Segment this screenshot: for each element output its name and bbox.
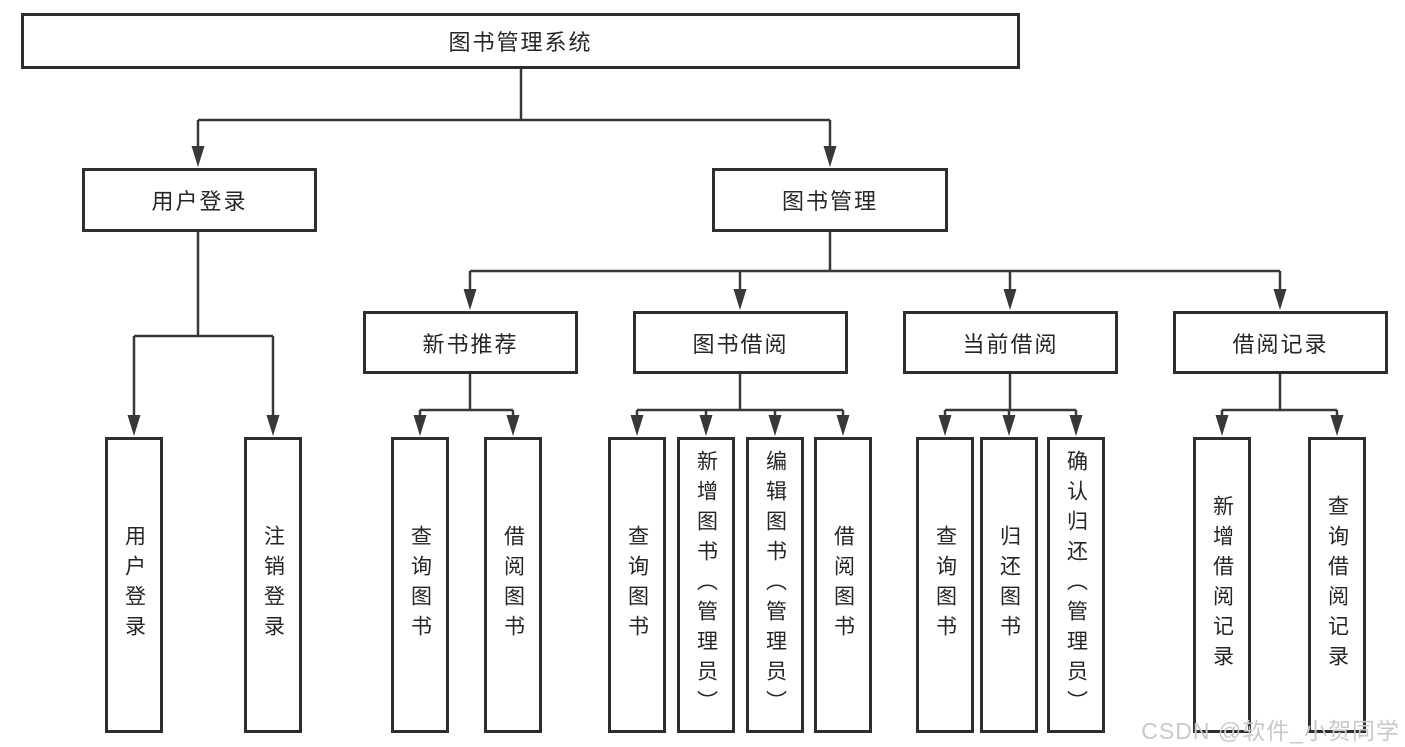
leaf-return-book-label: 归还图书: [997, 525, 1021, 645]
node-book-borrow-label: 图书借阅: [692, 331, 789, 357]
leaf-confirm-return-admin: 确认归还（管理员）: [1047, 437, 1105, 733]
node-current-borrow: 当前借阅: [903, 311, 1118, 374]
leaf-borrow-books: 借阅图书: [814, 437, 872, 733]
leaf-borrow-books-recommend: 借阅图书: [484, 437, 542, 733]
leaf-edit-book-admin: 编辑图书（管理员）: [746, 437, 804, 733]
node-root-label: 图书管理系统: [448, 30, 593, 55]
node-book-management: 图书管理: [712, 168, 948, 232]
node-current-borrow-label: 当前借阅: [962, 331, 1059, 357]
leaf-user-login-label: 用户登录: [122, 525, 146, 645]
leaf-query-books-borrow: 查询图书: [608, 437, 666, 733]
leaf-user-login: 用户登录: [105, 437, 163, 733]
node-new-book-recommend: 新书推荐: [363, 311, 578, 374]
node-root: 图书管理系统: [21, 13, 1020, 69]
watermark: CSDN @软件_小贺同学: [1141, 718, 1400, 744]
leaf-logout-label: 注销登录: [261, 525, 285, 645]
leaf-edit-book-admin-label: 编辑图书（管理员）: [763, 450, 787, 720]
node-user-login: 用户登录: [82, 168, 317, 232]
leaf-add-borrow-record-label: 新增借阅记录: [1210, 495, 1234, 675]
leaf-query-books-current-label: 查询图书: [933, 525, 957, 645]
node-borrow-records-label: 借阅记录: [1232, 331, 1329, 357]
leaf-query-borrow-record-label: 查询借阅记录: [1325, 495, 1349, 675]
leaf-query-borrow-record: 查询借阅记录: [1308, 437, 1366, 733]
leaf-query-books-recommend-label: 查询图书: [408, 525, 432, 645]
node-book-borrow: 图书借阅: [633, 311, 848, 374]
leaf-return-book: 归还图书: [980, 437, 1038, 733]
node-borrow-records: 借阅记录: [1173, 311, 1388, 374]
leaf-query-books-recommend: 查询图书: [391, 437, 449, 733]
leaf-borrow-books-label: 借阅图书: [831, 525, 855, 645]
node-book-management-label: 图书管理: [781, 189, 878, 214]
node-new-book-recommend-label: 新书推荐: [422, 331, 519, 357]
leaf-logout: 注销登录: [244, 437, 302, 733]
leaf-borrow-books-recommend-label: 借阅图书: [501, 525, 525, 645]
leaf-add-borrow-record: 新增借阅记录: [1193, 437, 1251, 733]
leaf-query-books-current: 查询图书: [916, 437, 974, 733]
leaf-add-book-admin-label: 新增图书（管理员）: [694, 450, 718, 720]
leaf-confirm-return-admin-label: 确认归还（管理员）: [1064, 450, 1088, 720]
leaf-add-book-admin: 新增图书（管理员）: [677, 437, 735, 733]
node-user-login-label: 用户登录: [151, 189, 248, 214]
leaf-query-books-borrow-label: 查询图书: [625, 525, 649, 645]
